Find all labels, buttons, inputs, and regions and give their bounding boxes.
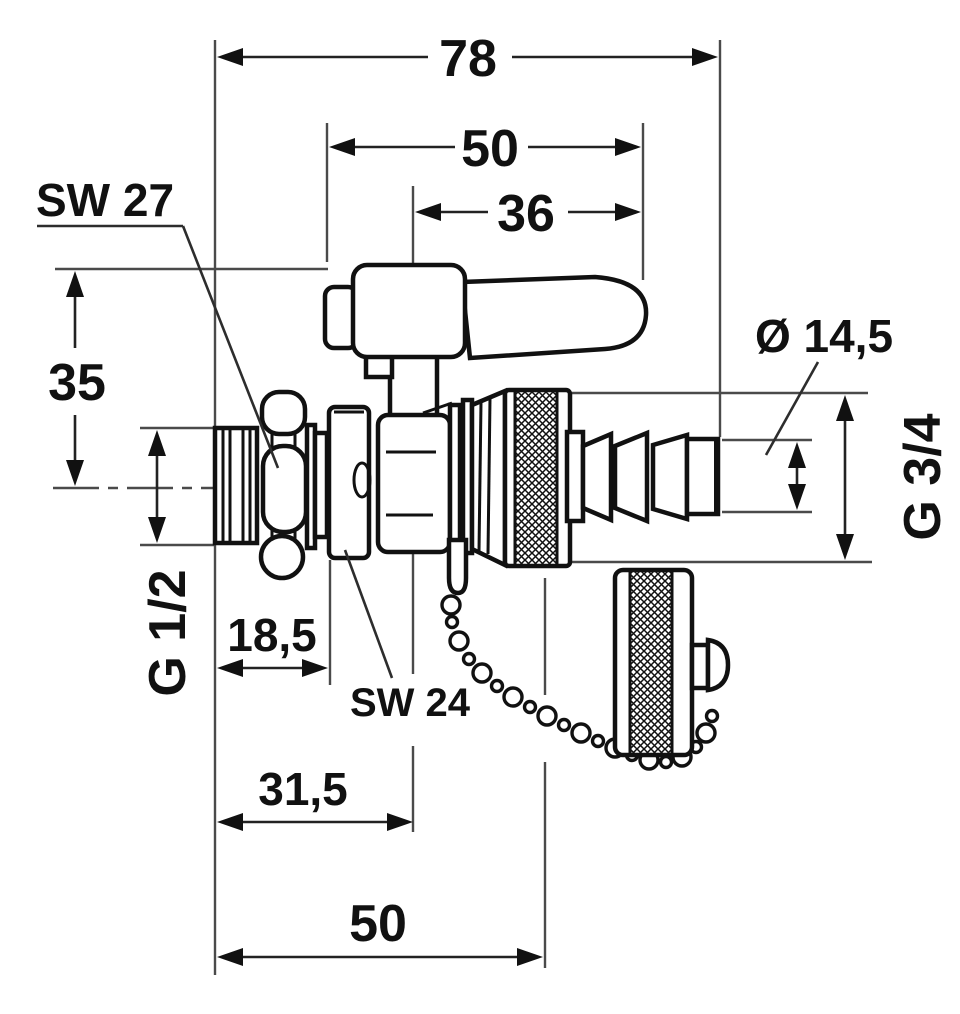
knurled-coupling-nut <box>502 387 573 569</box>
cap-knurling <box>631 572 672 753</box>
dim-outlet-thread: G 3/4 <box>836 395 952 560</box>
dim-label-handle-to-stem: 36 <box>497 185 555 243</box>
body-block <box>375 412 453 555</box>
dim-inlet-to-outlet-face: 50 <box>217 895 543 966</box>
dim-inlet-to-stem: 31,5 <box>217 763 413 831</box>
nozzle-barb <box>580 430 614 524</box>
hex-middle-facet <box>260 443 309 535</box>
body-shoulder-line <box>422 401 453 415</box>
sealing-cap <box>612 567 731 758</box>
dim-nozzle-diameter: Ø 14,5 <box>755 310 893 510</box>
hex-top-facet <box>259 389 308 437</box>
washer-band <box>312 430 330 540</box>
valve-handle <box>322 262 649 361</box>
hose-nozzle <box>564 429 721 525</box>
dim-handle-length: 50 <box>329 120 641 178</box>
extension-lines <box>53 40 872 975</box>
handle-blade <box>459 274 649 361</box>
dim-inlet-thread: G 1/2 <box>139 430 197 697</box>
dim-label-outlet-thread: G 3/4 <box>894 413 952 540</box>
hex-sw24-body <box>326 404 372 561</box>
dim-label-thread-length: 18,5 <box>227 609 317 661</box>
nozzle-tube <box>684 436 721 517</box>
chain-post <box>446 537 469 596</box>
dim-label-inlet-to-stem: 31,5 <box>258 763 348 815</box>
cap-knob <box>705 637 731 693</box>
inlet-thread <box>212 425 260 546</box>
hex-bottom-facet <box>258 533 306 581</box>
outlet-band-1 <box>447 402 463 552</box>
union-washer <box>304 422 330 551</box>
hex-nut-sw27 <box>258 389 309 581</box>
dimensions: 78 50 36 SW 27 <box>36 30 952 966</box>
hex-sw24 <box>326 404 372 561</box>
dim-label-handle-length: 50 <box>461 120 519 178</box>
dim-axis-to-handle-top: 35 <box>48 271 106 486</box>
bead-chain <box>440 594 720 771</box>
nut-knurling <box>516 392 557 564</box>
nozzle-barb <box>650 431 690 523</box>
cap-knob-stem <box>689 642 711 691</box>
dim-overall-length: 78 <box>217 30 718 88</box>
dim-thread-length: 18,5 <box>217 609 328 677</box>
dim-label-axis-to-handle-top: 35 <box>48 354 106 412</box>
nozzle-barb <box>612 429 650 525</box>
hex-sw24-chamfer <box>352 461 372 499</box>
dim-label-overall-length: 78 <box>439 30 497 88</box>
dim-label-inlet-thread: G 1/2 <box>139 569 197 696</box>
dim-label-nozzle-diameter: Ø 14,5 <box>755 310 893 362</box>
handle-block <box>350 262 468 360</box>
callout-sw24: SW 24 <box>343 549 471 725</box>
label-sw27: SW 27 <box>36 174 174 226</box>
cone-line <box>486 397 492 555</box>
dim-label-inlet-to-outlet-face: 50 <box>349 895 407 953</box>
label-sw24: SW 24 <box>350 681 471 725</box>
valve-drawing <box>212 262 731 771</box>
nozzle-neck <box>564 429 586 524</box>
callout-sw27: SW 27 <box>36 174 280 469</box>
cone-line <box>477 401 483 552</box>
valve-body <box>375 401 453 555</box>
dim-handle-to-stem: 36 <box>415 185 641 243</box>
